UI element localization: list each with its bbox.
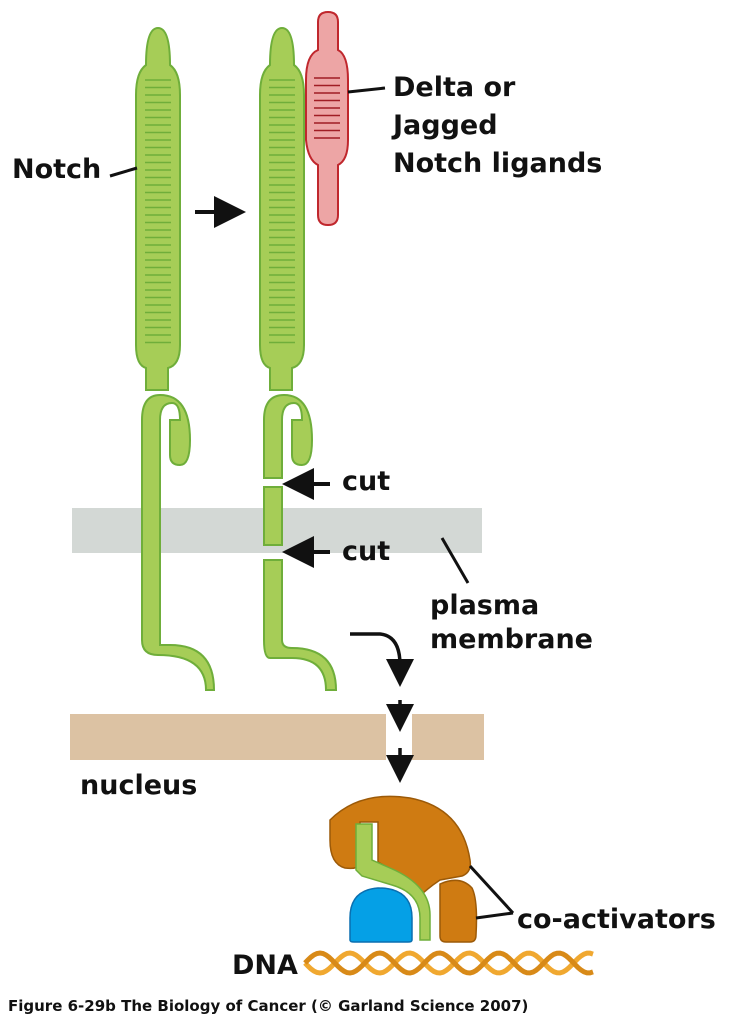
ligand-label-line2: Jagged [393,110,498,141]
ligand-label-line1: Delta or [393,72,516,103]
coactivator-small [439,879,478,943]
coactivators-label: co-activators [517,904,716,935]
dna-label: DNA [232,950,298,981]
cut-label-1: cut [342,466,391,497]
ligand-label-line3: Notch ligands [393,148,603,179]
cut-label-2: cut [342,536,391,567]
delta-jagged-ligand [305,10,349,227]
nuclear-envelope-right [412,714,484,760]
membrane-label-line1: plasma [430,590,540,621]
notch-icd [355,823,431,941]
notch-receptor-activated [259,26,338,691]
notch-receptor-inactive [135,26,216,691]
figure-caption: Figure 6-29b The Biology of Cancer (© Ga… [8,997,529,1015]
membrane-label-line2: membrane [430,624,593,655]
coactivator-leader-2 [475,911,514,920]
nucleus-label: nucleus [80,770,198,801]
notch-repeats-1 [145,79,171,344]
ligand-leader-line [347,86,386,94]
csl-protein [349,887,413,943]
translocation-arrow [350,632,414,687]
coactivator-large [329,795,472,898]
notch-repeats-2 [269,79,295,344]
nuclear-envelope-left [70,714,386,760]
notch-leader-line [109,166,138,178]
dna-helix [303,950,594,976]
dna-strand [303,950,594,976]
notch-label: Notch [12,154,102,185]
ligand-repeats [314,77,340,139]
coactivator-leader-1 [468,864,515,915]
membrane-leader-line [440,537,470,584]
transcription-complex [329,795,478,943]
